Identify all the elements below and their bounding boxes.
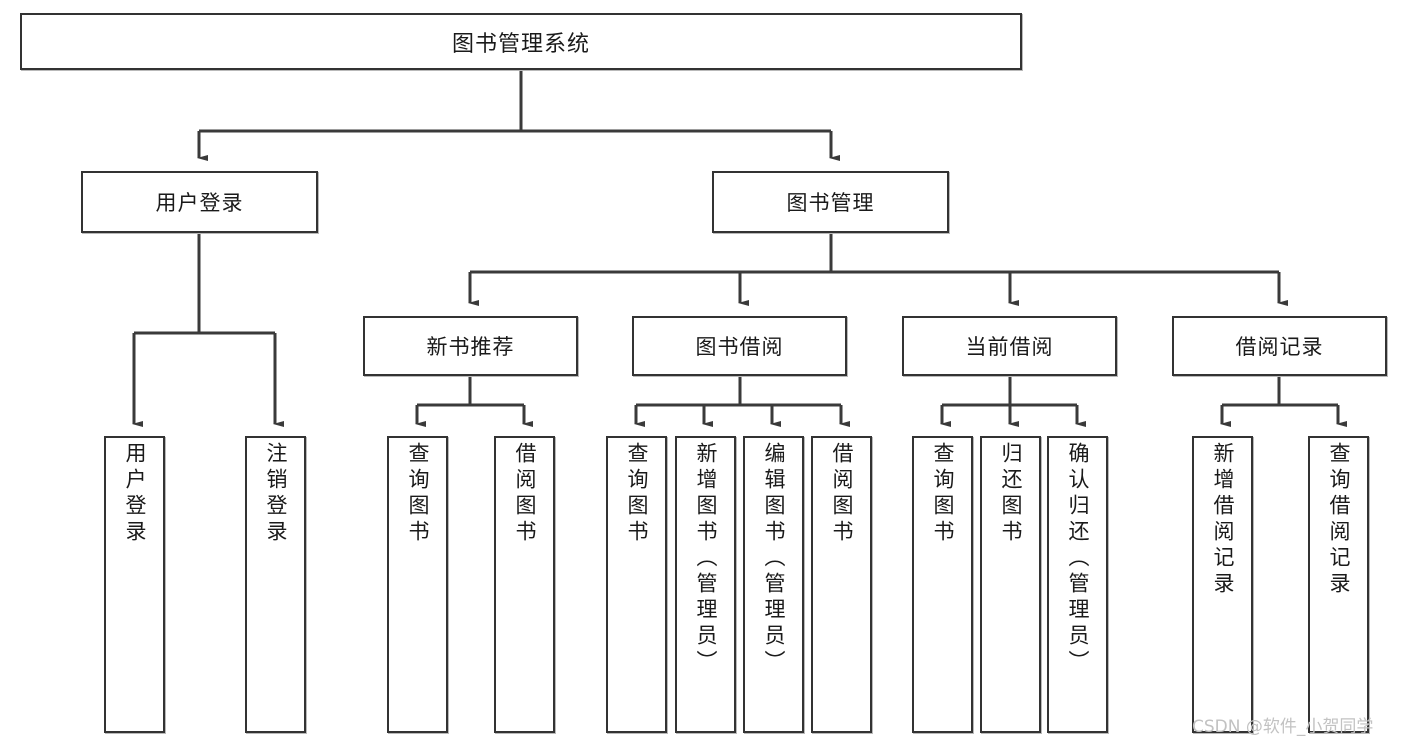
leaf-query-book-current-label: 查询图书 [931,442,955,546]
leaf-logout-label: 注销登录 [264,442,288,546]
leaf-query-book-recommend-label: 查询图书 [406,442,430,546]
node-book-borrow-label: 图书借阅 [695,335,784,359]
leaf-return-book[interactable]: 归还图书 [980,436,1041,733]
node-new-book-recommendation-label: 新书推荐 [426,335,515,359]
leaf-add-book-admin[interactable]: 新增图书（管理员） [675,436,736,733]
leaf-add-book-admin-label: 新增图书（管理员） [694,442,718,676]
node-root-label: 图书管理系统 [451,31,590,57]
node-borrow-records-label: 借阅记录 [1235,335,1324,359]
node-current-borrow[interactable]: 当前借阅 [902,316,1117,376]
leaf-query-borrow-record[interactable]: 查询借阅记录 [1308,436,1369,733]
leaf-user-login[interactable]: 用户登录 [104,436,165,733]
leaf-edit-book-admin-label: 编辑图书（管理员） [762,442,786,676]
node-borrow-records[interactable]: 借阅记录 [1172,316,1387,376]
leaf-add-borrow-record[interactable]: 新增借阅记录 [1192,436,1253,733]
leaf-return-book-label: 归还图书 [999,442,1023,546]
leaf-user-login-label: 用户登录 [123,442,147,546]
leaf-query-book-current[interactable]: 查询图书 [912,436,973,733]
node-root[interactable]: 图书管理系统 [20,13,1022,70]
leaf-borrow-book[interactable]: 借阅图书 [811,436,872,733]
leaf-borrow-book-recommend[interactable]: 借阅图书 [494,436,555,733]
leaf-borrow-book-label: 借阅图书 [830,442,854,546]
node-user-login[interactable]: 用户登录 [81,171,318,233]
leaf-query-book-recommend[interactable]: 查询图书 [387,436,448,733]
leaf-query-borrow-record-label: 查询借阅记录 [1327,442,1351,598]
node-new-book-recommendation[interactable]: 新书推荐 [363,316,578,376]
leaf-confirm-return-admin-label: 确认归还（管理员） [1066,442,1090,676]
leaf-logout[interactable]: 注销登录 [245,436,306,733]
leaf-edit-book-admin[interactable]: 编辑图书（管理员） [743,436,804,733]
leaf-add-borrow-record-label: 新增借阅记录 [1211,442,1235,598]
leaf-query-book-borrow-label: 查询图书 [625,442,649,546]
node-user-login-label: 用户登录 [155,191,244,215]
node-book-borrow[interactable]: 图书借阅 [632,316,847,376]
node-book-management[interactable]: 图书管理 [712,171,949,233]
leaf-borrow-book-recommend-label: 借阅图书 [513,442,537,546]
leaf-query-book-borrow[interactable]: 查询图书 [606,436,667,733]
leaf-confirm-return-admin[interactable]: 确认归还（管理员） [1047,436,1108,733]
node-current-borrow-label: 当前借阅 [965,335,1054,359]
csdn-watermark: CSDN @软件_小贺同学 [1192,717,1374,737]
node-book-management-label: 图书管理 [786,191,875,215]
